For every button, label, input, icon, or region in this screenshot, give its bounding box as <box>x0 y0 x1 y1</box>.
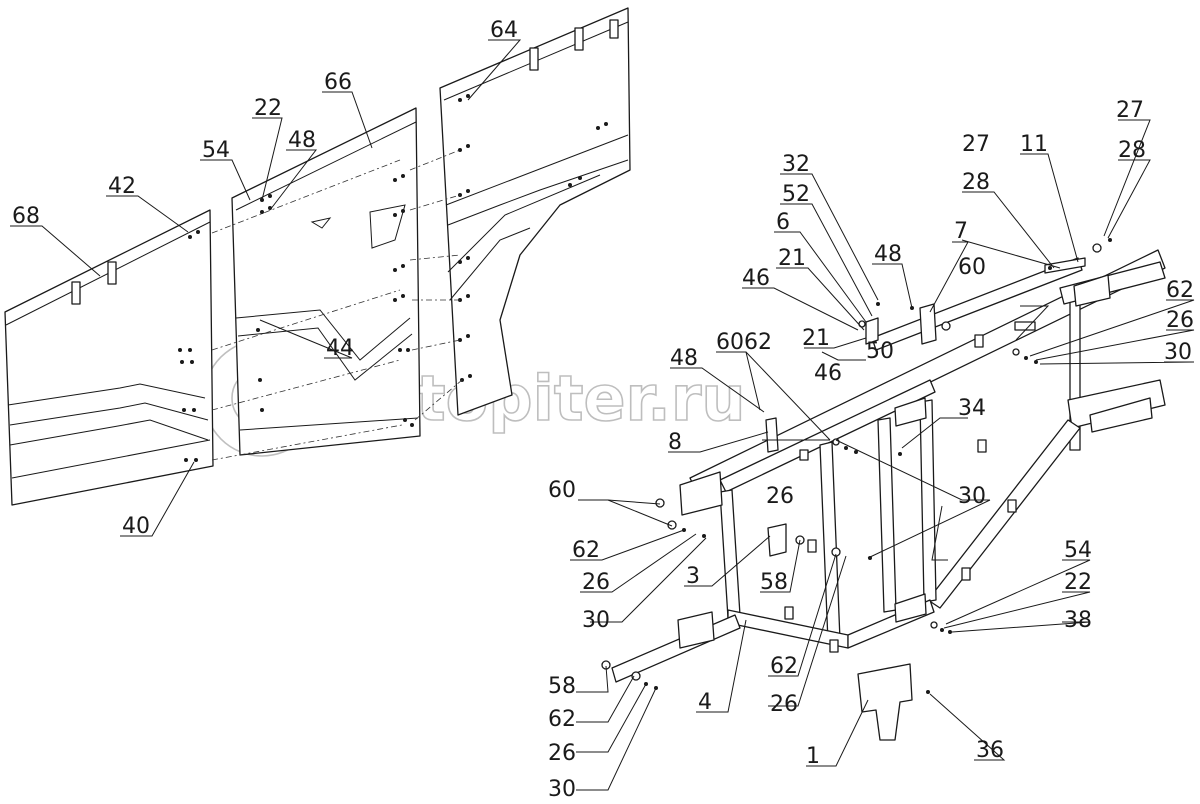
callout-30-d: 30 <box>548 777 576 802</box>
callout-62: 62 <box>1166 278 1194 303</box>
panel-66 <box>231 107 421 456</box>
part-3 <box>767 523 787 557</box>
callout-40: 40 <box>122 514 150 539</box>
callout-62-d: 62 <box>770 654 798 679</box>
callout-46-b: 46 <box>814 361 842 386</box>
callout-3: 3 <box>686 564 700 589</box>
callout-48-c: 48 <box>670 346 698 371</box>
callout-44: 44 <box>326 336 354 361</box>
callout-26-d: 26 <box>548 741 576 766</box>
callout-8: 8 <box>668 430 682 455</box>
part-11 <box>1044 257 1086 274</box>
callout-50: 50 <box>866 339 894 364</box>
callout-54: 54 <box>202 138 230 163</box>
callout-26-b: 26 <box>582 570 610 595</box>
callout-11: 11 <box>1020 132 1048 157</box>
callout-30: 30 <box>1164 340 1192 365</box>
callout-22-b: 22 <box>1064 570 1092 595</box>
callout-46: 46 <box>742 266 770 291</box>
callout-34: 34 <box>958 396 986 421</box>
callout-60-b: 60 <box>548 478 576 503</box>
panel-68 <box>4 209 214 506</box>
support-frame <box>611 249 1166 683</box>
washer-27 <box>1092 243 1102 253</box>
callout-26-e: 26 <box>770 692 798 717</box>
callout-66: 66 <box>324 70 352 95</box>
callout-28: 28 <box>962 170 990 195</box>
callout-68: 68 <box>12 204 40 229</box>
part-1 <box>857 663 913 741</box>
alignment-lines <box>211 149 463 461</box>
callout-26-c: 26 <box>766 484 794 509</box>
callout-30-c: 30 <box>958 484 986 509</box>
callout-26: 26 <box>1166 308 1194 333</box>
callout-38: 38 <box>1064 608 1092 633</box>
callout-48-b: 48 <box>874 242 902 267</box>
part-8 <box>765 417 779 453</box>
callout-7: 7 <box>954 219 968 244</box>
callout-36: 36 <box>976 738 1004 763</box>
part-7 <box>919 303 937 345</box>
callout-32: 32 <box>782 152 810 177</box>
part-21 <box>865 317 879 345</box>
callout-6: 6 <box>776 210 790 235</box>
callout-62-b: 62 <box>572 538 600 563</box>
detail-parts <box>601 238 1112 741</box>
panel-64 <box>439 7 631 416</box>
callout-30-b: 30 <box>582 608 610 633</box>
callout-21: 21 <box>778 246 806 271</box>
callout-6062: 6062 <box>716 330 772 355</box>
callout-42: 42 <box>108 174 136 199</box>
callout-48: 48 <box>288 128 316 153</box>
callout-52: 52 <box>782 182 810 207</box>
callout-58-b: 58 <box>548 674 576 699</box>
leader-lines <box>10 39 1195 791</box>
callout-64: 64 <box>490 18 518 43</box>
callout-21-b: 21 <box>802 326 830 351</box>
callout-58: 58 <box>760 570 788 595</box>
callout-62-c: 62 <box>548 707 576 732</box>
callout-60: 60 <box>958 255 986 280</box>
callout-54-b: 54 <box>1064 538 1092 563</box>
callout-27: 27 <box>1116 98 1144 123</box>
callout-labels: 64 66 22 48 54 42 68 44 40 32 52 6 48 7 … <box>12 18 1194 802</box>
callout-4: 4 <box>698 690 712 715</box>
callout-27-b: 27 <box>962 132 990 157</box>
callout-22: 22 <box>254 96 282 121</box>
callout-28-b: 28 <box>1118 138 1146 163</box>
callout-1: 1 <box>806 744 820 769</box>
